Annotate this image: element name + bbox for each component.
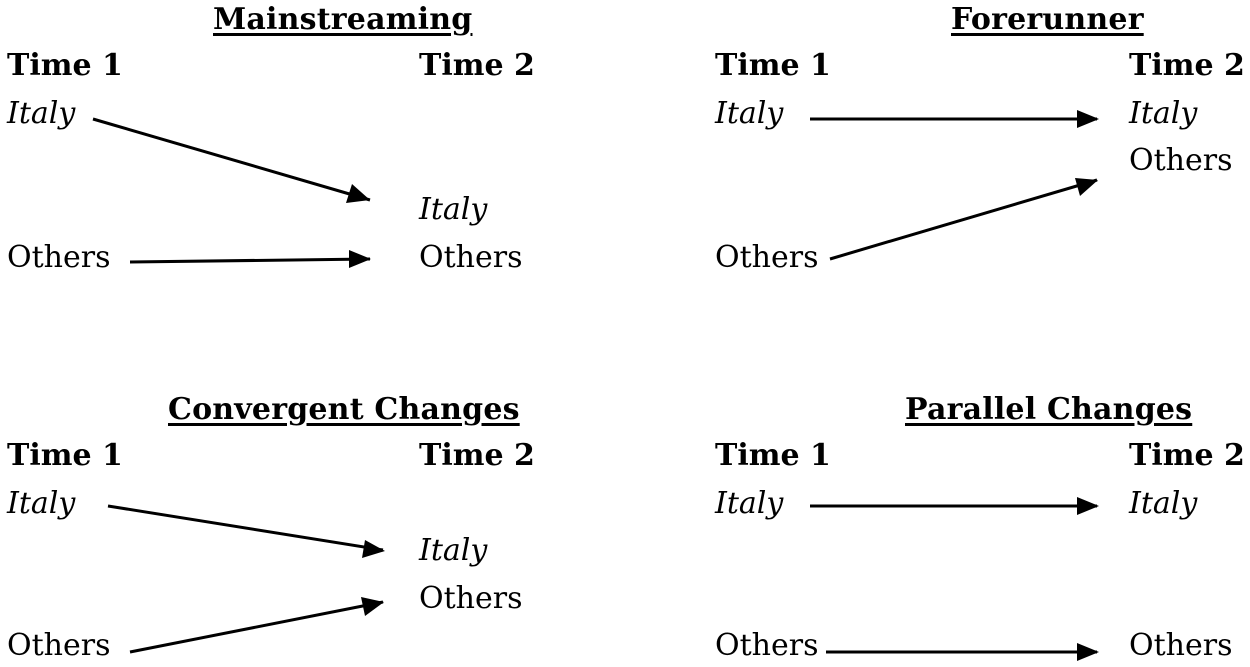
time2-others-label: Others: [419, 581, 523, 616]
time2-heading: Time 2: [1129, 48, 1245, 83]
time2-others-label: Others: [1129, 628, 1233, 663]
time1-others-label: Others: [715, 628, 819, 663]
time2-italy-label: Italy: [419, 192, 488, 227]
time2-others-label: Others: [1129, 143, 1233, 178]
time1-heading: Time 1: [715, 48, 831, 83]
time2-italy-label: Italy: [419, 533, 488, 568]
time1-heading: Time 1: [7, 48, 123, 83]
panel-title: Parallel Changes: [905, 392, 1193, 427]
time1-others-label: Others: [715, 240, 819, 275]
time1-heading: Time 1: [715, 438, 831, 473]
time1-italy-label: Italy: [715, 486, 784, 521]
time2-heading: Time 2: [419, 438, 535, 473]
panel-mainstreaming: Mainstreaming Time 1 Time 2 Italy Others…: [0, 0, 560, 275]
time1-italy-label: Italy: [715, 96, 784, 131]
panel-forerunner: Forerunner Time 1 Time 2 Italy Others It…: [708, 0, 1250, 275]
panel-parallel-changes: Parallel Changes Time 1 Time 2 Italy Oth…: [708, 390, 1250, 663]
time1-others-label: Others: [7, 240, 111, 275]
time1-italy-label: Italy: [7, 486, 76, 521]
panel-convergent-changes: Convergent Changes Time 1 Time 2 Italy O…: [0, 390, 560, 663]
time2-heading: Time 2: [1129, 438, 1245, 473]
panel-title: Mainstreaming: [213, 2, 473, 37]
time2-italy-label: Italy: [1129, 96, 1198, 131]
time2-others-label: Others: [419, 240, 523, 275]
panel-title: Convergent Changes: [168, 392, 520, 427]
time2-italy-label: Italy: [1129, 486, 1198, 521]
time2-heading: Time 2: [419, 48, 535, 83]
time1-italy-label: Italy: [7, 96, 76, 131]
time1-others-label: Others: [7, 628, 111, 663]
time1-heading: Time 1: [7, 438, 123, 473]
panel-title: Forerunner: [951, 2, 1144, 37]
